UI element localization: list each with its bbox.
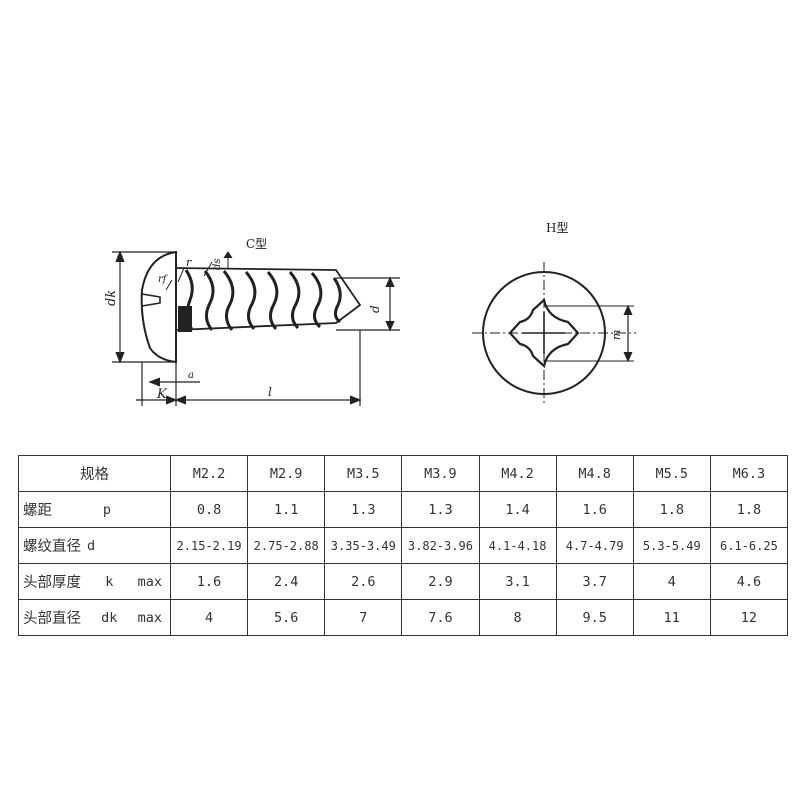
table-cell: 3.1 <box>478 563 557 600</box>
header-size: M4.8 <box>555 455 634 492</box>
table-cell: 7 <box>324 599 403 636</box>
header-corner: 规格 <box>18 455 171 492</box>
header-size: M5.5 <box>632 455 711 492</box>
screw-top-view <box>472 262 636 404</box>
table-cell: 12 <box>709 599 789 636</box>
table-cell: 1.6 <box>555 491 634 528</box>
table-cell: 1.1 <box>247 491 326 528</box>
row-name: 头部直径 <box>23 611 81 627</box>
phillips-recess <box>508 297 580 369</box>
screw-head-outline <box>140 250 177 364</box>
table-cell: 5.6 <box>247 599 326 636</box>
table-cell: 3.82-3.96 <box>401 527 480 564</box>
row-header: 头部厚度 k max <box>18 563 171 600</box>
header-size: M3.5 <box>324 455 403 492</box>
label-dk: dk <box>104 290 119 306</box>
table-cell: 4.7-4.79 <box>555 527 634 564</box>
screw-side-view <box>140 250 362 364</box>
table-cell: 1.3 <box>401 491 480 528</box>
table-cell: 5.3-5.49 <box>632 527 711 564</box>
table-cell: 4 <box>169 599 249 636</box>
table-cell: 2.75-2.88 <box>247 527 326 564</box>
label-rf: rf <box>158 274 169 285</box>
label-ds: ds <box>212 258 223 270</box>
table-cell: 6.1-6.25 <box>709 527 789 564</box>
title-h-type: H型 <box>546 221 568 235</box>
row-name: 螺距 <box>23 503 52 519</box>
table-row: 头部厚度 k max 1.6 2.4 2.6 2.9 3.1 3.7 4 4.6 <box>18 563 789 600</box>
table-cell: 9.5 <box>555 599 634 636</box>
label-r: r <box>186 256 192 269</box>
row-name: 头部厚度 <box>23 575 81 591</box>
table-cell: 1.3 <box>324 491 403 528</box>
table-cell: 3.7 <box>555 563 634 600</box>
table-cell: 0.8 <box>169 491 249 528</box>
row-qualifier: max <box>137 609 162 626</box>
title-c-type: C型 <box>246 237 267 251</box>
table-cell: 1.8 <box>709 491 789 528</box>
phillips-inner-cross <box>523 312 565 354</box>
table-cell: 2.9 <box>401 563 480 600</box>
table-cell: 7.6 <box>401 599 480 636</box>
row-symbol: k <box>105 573 114 590</box>
screw-shank-outline <box>175 267 362 331</box>
dimension-k-l <box>136 330 362 406</box>
header-size: M4.2 <box>478 455 557 492</box>
row-header: 头部直径 dk max <box>18 599 171 636</box>
dimension-d <box>336 276 400 332</box>
table-cell: 2.4 <box>247 563 326 600</box>
label-l: l <box>268 385 272 399</box>
label-m: m <box>610 330 623 340</box>
table-cell: 4 <box>632 563 711 600</box>
head-recess <box>141 293 161 307</box>
row-symbol: dk <box>101 609 118 626</box>
table-cell: 8 <box>478 599 557 636</box>
table-row: 头部直径 dk max 4 5.6 7 7.6 8 9.5 11 12 <box>18 599 789 636</box>
table-cell: 4.6 <box>709 563 789 600</box>
table-cell: 3.35-3.49 <box>324 527 403 564</box>
table-cell: 1.6 <box>169 563 249 600</box>
header-size: M6.3 <box>709 455 789 492</box>
table-cell: 1.8 <box>632 491 711 528</box>
label-d: d <box>368 305 382 313</box>
row-symbol: p <box>102 501 112 518</box>
label-k: K <box>156 387 168 402</box>
thread-root-mark <box>178 306 192 332</box>
screw-technical-drawing: dk d K l a r rf ds C型 H型 <box>104 221 636 406</box>
header-size: M2.9 <box>247 455 326 492</box>
label-a: a <box>188 370 194 381</box>
row-qualifier: max <box>137 573 162 590</box>
row-header: 螺纹直径 d <box>18 527 171 564</box>
table-cell: 11 <box>632 599 711 636</box>
spec-table: 规格 M2.2 M2.9 M3.5 M3.9 M4.2 M4.8 M5.5 M6… <box>18 455 789 636</box>
screw-threads <box>184 269 342 331</box>
row-name: 螺纹直径 <box>23 539 81 555</box>
dimension-dk <box>112 250 176 364</box>
header-size: M2.2 <box>169 455 249 492</box>
table-row: 螺距 p 0.8 1.1 1.3 1.3 1.4 1.6 1.8 1.8 <box>18 491 789 528</box>
table-cell: 2.15-2.19 <box>169 527 249 564</box>
row-symbol: d <box>87 537 96 554</box>
table-cell: 2.6 <box>324 563 403 600</box>
table-cell: 1.4 <box>478 491 557 528</box>
table-row: 螺纹直径 d 2.15-2.19 2.75-2.88 3.35-3.49 3.8… <box>18 527 789 564</box>
header-size: M3.9 <box>401 455 480 492</box>
leader-lines <box>165 251 233 291</box>
row-header: 螺距 p <box>18 491 171 528</box>
table-header-row: 规格 M2.2 M2.9 M3.5 M3.9 M4.2 M4.8 M5.5 M6… <box>18 455 789 492</box>
table-cell: 4.1-4.18 <box>478 527 557 564</box>
